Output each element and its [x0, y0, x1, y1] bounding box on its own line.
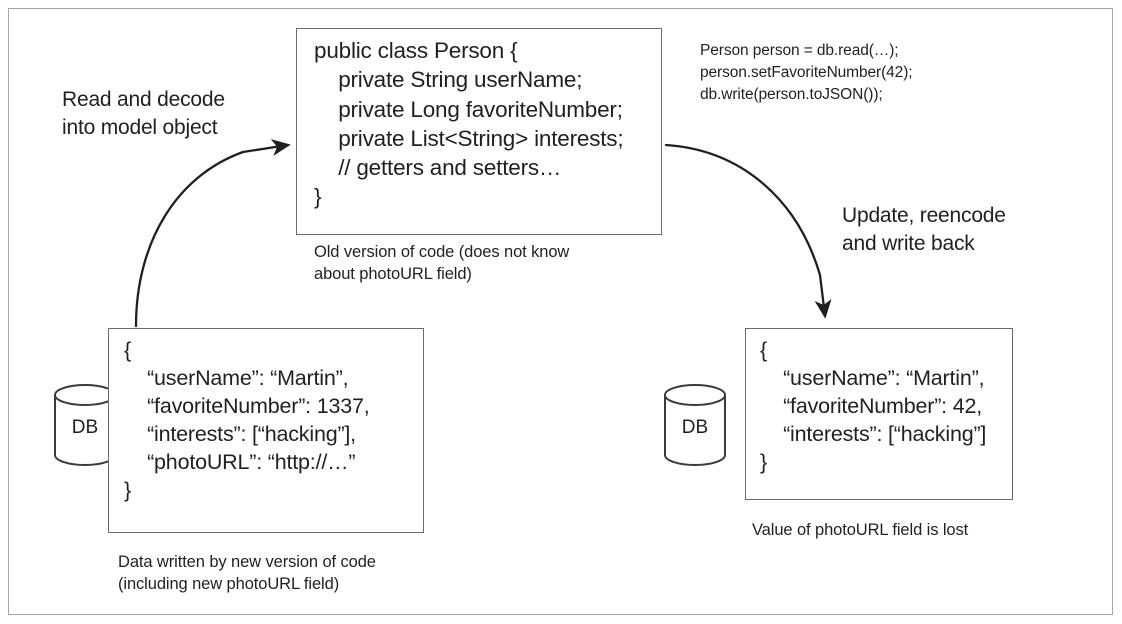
person-class-code-box — [296, 28, 662, 235]
rewritten-record-caption: Value of photoURL field is lost — [752, 521, 969, 539]
db-right-icon: DB — [662, 382, 728, 468]
read-modify-write-snippet-text: Person person = db.read(…); person.setFa… — [700, 42, 913, 103]
person-class-code-caption: Old version of code (does not know about… — [314, 243, 570, 284]
db-right-label: DB — [682, 417, 708, 438]
person-class-code-text: public class Person { private String use… — [314, 38, 624, 210]
arrow-read-label: Read and decode into model object — [62, 88, 225, 139]
stored-record-caption: Data written by new version of code (inc… — [118, 553, 376, 594]
rewritten-record-box — [745, 328, 1013, 500]
stored-record-text: { “userName”: “Martin”, “favoriteNumber”… — [124, 338, 370, 502]
stored-record-box — [108, 328, 424, 533]
rewritten-record-text: { “userName”: “Martin”, “favoriteNumber”… — [760, 338, 987, 474]
arrow-write-label: Update, reencode and write back — [842, 204, 1006, 255]
db-left-label: DB — [72, 417, 98, 438]
